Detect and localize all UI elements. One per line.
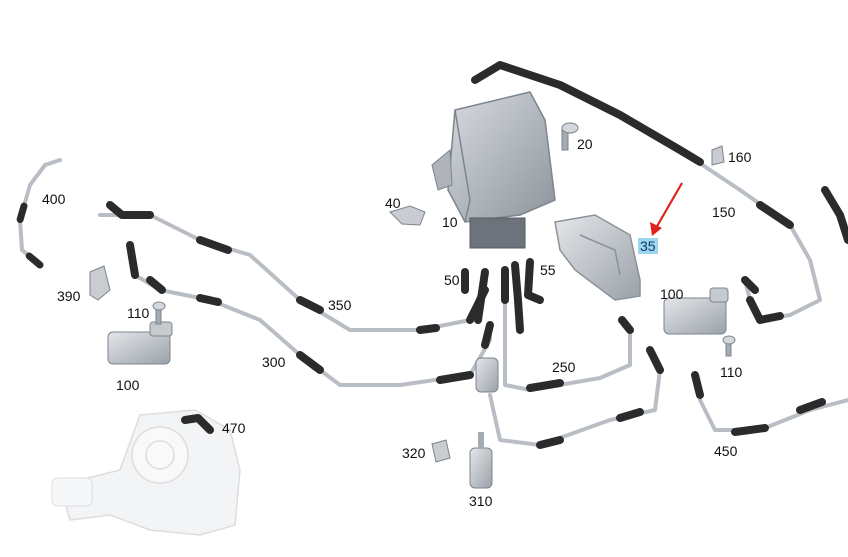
label-100-right: 100 <box>660 286 684 302</box>
filter-part-310 <box>469 432 493 489</box>
label-250: 250 <box>552 359 576 375</box>
valve-part-right <box>663 287 729 335</box>
label-100-left: 100 <box>116 377 140 393</box>
label-160: 160 <box>728 149 752 165</box>
label-390: 390 <box>57 288 81 304</box>
water-pump-part <box>51 409 241 536</box>
label-55: 55 <box>540 262 556 278</box>
bolt-part-20 <box>561 122 579 151</box>
clip-part-40 <box>389 205 426 226</box>
label-40: 40 <box>385 195 401 211</box>
clip-part-160 <box>711 145 725 166</box>
vacuum-reservoir-part <box>431 91 556 249</box>
label-470: 470 <box>222 420 246 436</box>
label-10: 10 <box>442 214 458 230</box>
label-300: 300 <box>262 354 286 370</box>
filter-part-center <box>475 357 499 393</box>
label-400: 400 <box>42 191 66 207</box>
label-110-left: 110 <box>127 305 150 321</box>
label-50: 50 <box>444 272 460 288</box>
bolt-part-110-left <box>152 301 166 325</box>
bolt-part-110-right <box>722 335 736 357</box>
label-320: 320 <box>402 445 426 461</box>
valve-part-left <box>107 321 173 365</box>
clip-part-320 <box>431 439 451 463</box>
vacuum-lines <box>16 61 848 449</box>
bracket-part <box>554 214 641 301</box>
clip-part-390 <box>89 265 111 301</box>
label-450: 450 <box>714 443 738 459</box>
highlight-arrow <box>650 182 683 236</box>
label-150: 150 <box>712 204 736 220</box>
label-350: 350 <box>328 297 352 313</box>
label-35[interactable]: 35 <box>638 238 658 254</box>
label-310: 310 <box>469 493 493 509</box>
label-110-right: 110 <box>720 364 743 380</box>
label-20: 20 <box>577 136 593 152</box>
